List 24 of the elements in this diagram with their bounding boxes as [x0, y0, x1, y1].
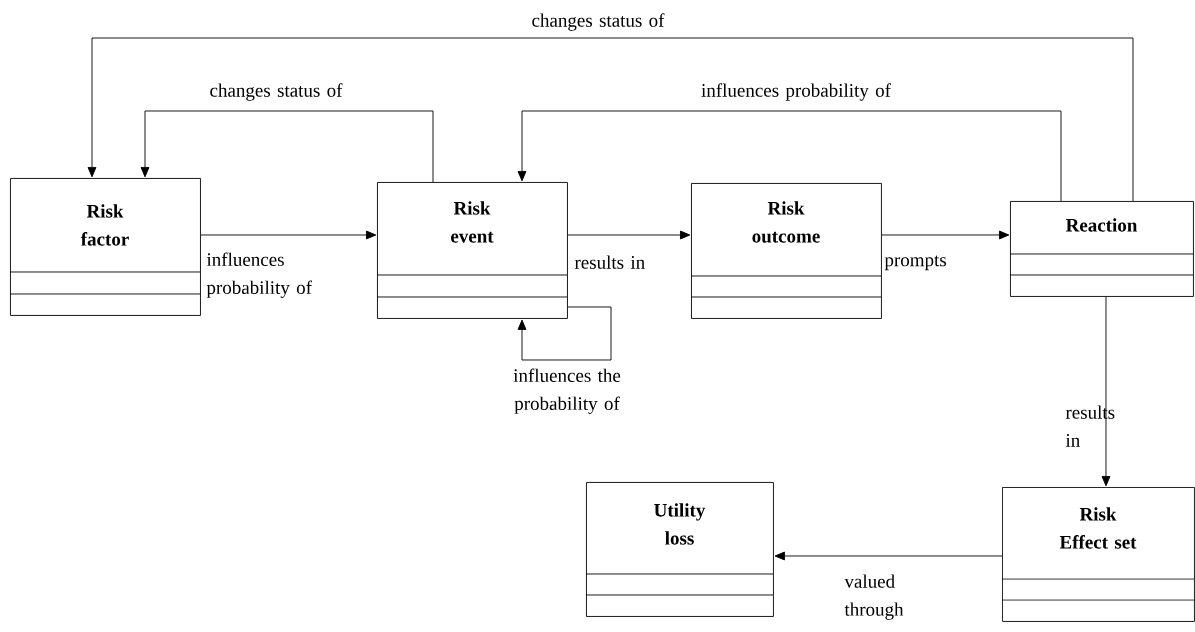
edge-label: valued through	[844, 574, 904, 620]
edge-label: influences probability of	[206, 252, 312, 298]
edge-label: results in	[574, 255, 645, 269]
edge-label: changes status of	[210, 83, 343, 101]
class-box: Reaction	[1009, 201, 1194, 297]
class-box: Risk event	[376, 182, 568, 319]
class-box: Risk outcome	[690, 183, 882, 319]
arrow	[200, 230, 377, 240]
class-box: Risk Effect set	[1001, 487, 1195, 622]
arrow	[87, 37, 1134, 202]
arrow	[517, 306, 612, 361]
edge-label: influences probability of	[701, 83, 891, 101]
class-box: Utility loss	[585, 482, 774, 617]
arrow	[567, 230, 691, 240]
class-box: Risk factor	[9, 178, 201, 316]
arrow	[774, 551, 1003, 561]
edge-label: prompts	[884, 255, 947, 271]
arrow	[881, 230, 1010, 240]
arrow	[1101, 296, 1111, 487]
edge-label: changes status of	[532, 13, 665, 31]
edge-label: influences the probability of	[513, 368, 621, 414]
arrow	[140, 110, 434, 183]
edge-label: results in	[1065, 405, 1115, 447]
arrow	[517, 110, 1062, 202]
